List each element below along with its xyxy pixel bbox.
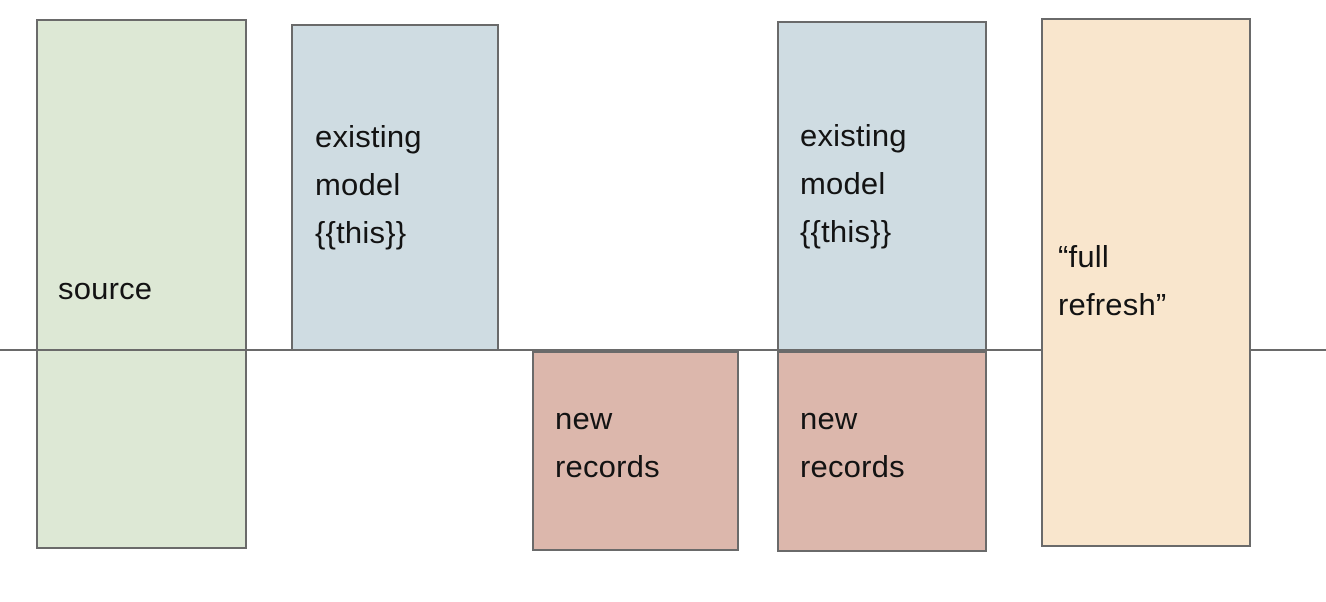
timeline-line (0, 349, 1326, 351)
source-label: source (58, 271, 153, 306)
full-refresh-box: “full refresh” (1041, 18, 1251, 547)
existing-model-box-2: existing model {{this}} (777, 21, 987, 351)
existing-model-box-1: existing model {{this}} (291, 24, 499, 351)
existing-model-label-2: existing model {{this}} (800, 118, 907, 249)
new-records-box-2: new records (777, 351, 987, 552)
full-refresh-label: “full refresh” (1058, 239, 1167, 322)
new-records-label-2: new records (800, 401, 905, 484)
source-box: source (36, 19, 247, 549)
new-records-box-1: new records (532, 351, 739, 551)
new-records-label-1: new records (555, 401, 660, 484)
existing-model-label-1: existing model {{this}} (315, 119, 422, 250)
